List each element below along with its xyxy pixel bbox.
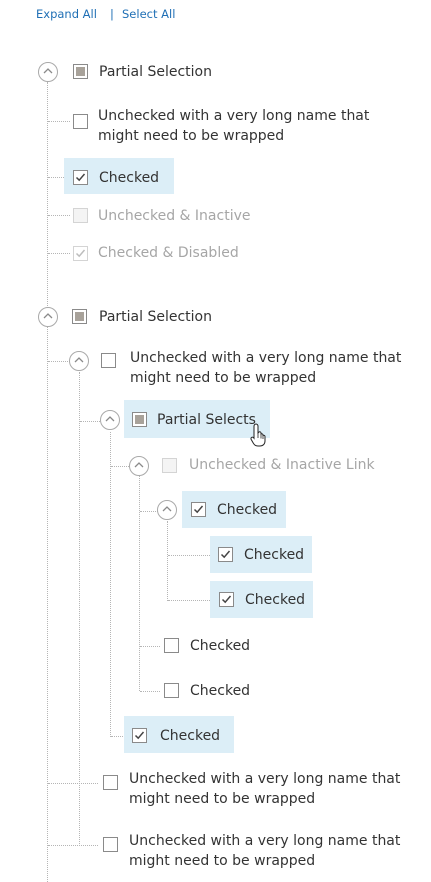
chevron-up-icon bbox=[43, 68, 53, 74]
tree-branch-line bbox=[167, 521, 168, 601]
checkbox[interactable] bbox=[101, 353, 116, 368]
node-label: Unchecked with a very long name that mig… bbox=[129, 771, 401, 807]
checkmark-icon bbox=[220, 550, 231, 559]
partial-checkbox[interactable] bbox=[72, 309, 87, 324]
node-label: Unchecked & Inactive bbox=[98, 208, 251, 224]
connector bbox=[48, 121, 70, 122]
node-label: Partial Selection bbox=[99, 309, 212, 325]
checkbox-checked[interactable] bbox=[132, 728, 147, 743]
node-label: Unchecked with a very long name that mig… bbox=[129, 833, 401, 869]
connector bbox=[48, 253, 70, 254]
node-label: Checked bbox=[190, 683, 251, 699]
connector bbox=[140, 691, 160, 692]
connector bbox=[48, 361, 70, 362]
chevron-up-icon bbox=[74, 357, 84, 363]
connector bbox=[168, 555, 210, 556]
connector bbox=[80, 421, 102, 422]
node-label: Partial Selection bbox=[99, 64, 212, 80]
node-label: Partial Selects bbox=[157, 412, 256, 428]
select-all-link[interactable]: Select All bbox=[122, 7, 176, 21]
checkmark-icon bbox=[221, 595, 232, 604]
tree-branch-line bbox=[79, 372, 80, 846]
chevron-up-icon bbox=[105, 416, 115, 422]
node-label: Checked bbox=[190, 638, 251, 654]
node-label: Checked bbox=[160, 728, 221, 744]
connector bbox=[111, 466, 131, 467]
checkbox-checked[interactable] bbox=[73, 170, 88, 185]
checkbox[interactable] bbox=[164, 683, 179, 698]
checkbox-checked[interactable] bbox=[191, 502, 206, 517]
checkbox-inactive bbox=[162, 458, 177, 473]
connector bbox=[140, 646, 160, 647]
node-label: Checked bbox=[217, 502, 278, 518]
checkmark-icon bbox=[134, 731, 145, 740]
connector bbox=[48, 215, 70, 216]
node-label: Unchecked with a very long name that mig… bbox=[130, 350, 402, 386]
chevron-up-icon bbox=[43, 313, 53, 319]
connector bbox=[111, 736, 123, 737]
toolbar-separator: | bbox=[110, 7, 114, 21]
node-label: Checked & Disabled bbox=[98, 245, 239, 261]
collapse-toggle[interactable] bbox=[38, 62, 58, 82]
chevron-up-icon bbox=[134, 462, 144, 468]
tree-branch-line bbox=[110, 432, 111, 737]
row-highlight bbox=[124, 400, 270, 438]
partial-checkbox[interactable] bbox=[73, 64, 88, 79]
checkmark-icon bbox=[193, 505, 204, 514]
connector bbox=[48, 783, 98, 784]
checkbox-inactive bbox=[73, 208, 88, 223]
collapse-toggle[interactable] bbox=[69, 351, 89, 371]
partial-checkbox[interactable] bbox=[132, 412, 147, 427]
checkmark-icon bbox=[75, 249, 86, 258]
connector bbox=[168, 600, 210, 601]
tree-trunk-line bbox=[47, 82, 48, 882]
checkbox[interactable] bbox=[164, 638, 179, 653]
tree-branch-line bbox=[139, 476, 140, 691]
checkbox-checked[interactable] bbox=[219, 592, 234, 607]
connector bbox=[48, 845, 98, 846]
node-label: Checked bbox=[245, 592, 306, 608]
hand-cursor-icon bbox=[250, 423, 266, 447]
node-label: Unchecked with a very long name that mig… bbox=[98, 108, 370, 144]
connector bbox=[48, 177, 70, 178]
checkmark-icon bbox=[75, 173, 86, 182]
collapse-toggle[interactable] bbox=[100, 410, 120, 430]
collapse-toggle[interactable] bbox=[38, 307, 58, 327]
checkbox-disabled bbox=[73, 246, 88, 261]
collapse-toggle[interactable] bbox=[129, 456, 149, 476]
chevron-up-icon bbox=[162, 506, 172, 512]
node-label: Checked bbox=[244, 547, 305, 563]
node-label: Checked bbox=[99, 170, 160, 186]
node-label: Unchecked & Inactive Link bbox=[189, 457, 375, 473]
expand-all-link[interactable]: Expand All bbox=[36, 7, 97, 21]
checkbox[interactable] bbox=[103, 775, 118, 790]
checkbox[interactable] bbox=[73, 114, 88, 129]
checkbox-checked[interactable] bbox=[218, 547, 233, 562]
collapse-toggle[interactable] bbox=[157, 500, 177, 520]
checkbox[interactable] bbox=[103, 837, 118, 852]
connector bbox=[140, 511, 158, 512]
